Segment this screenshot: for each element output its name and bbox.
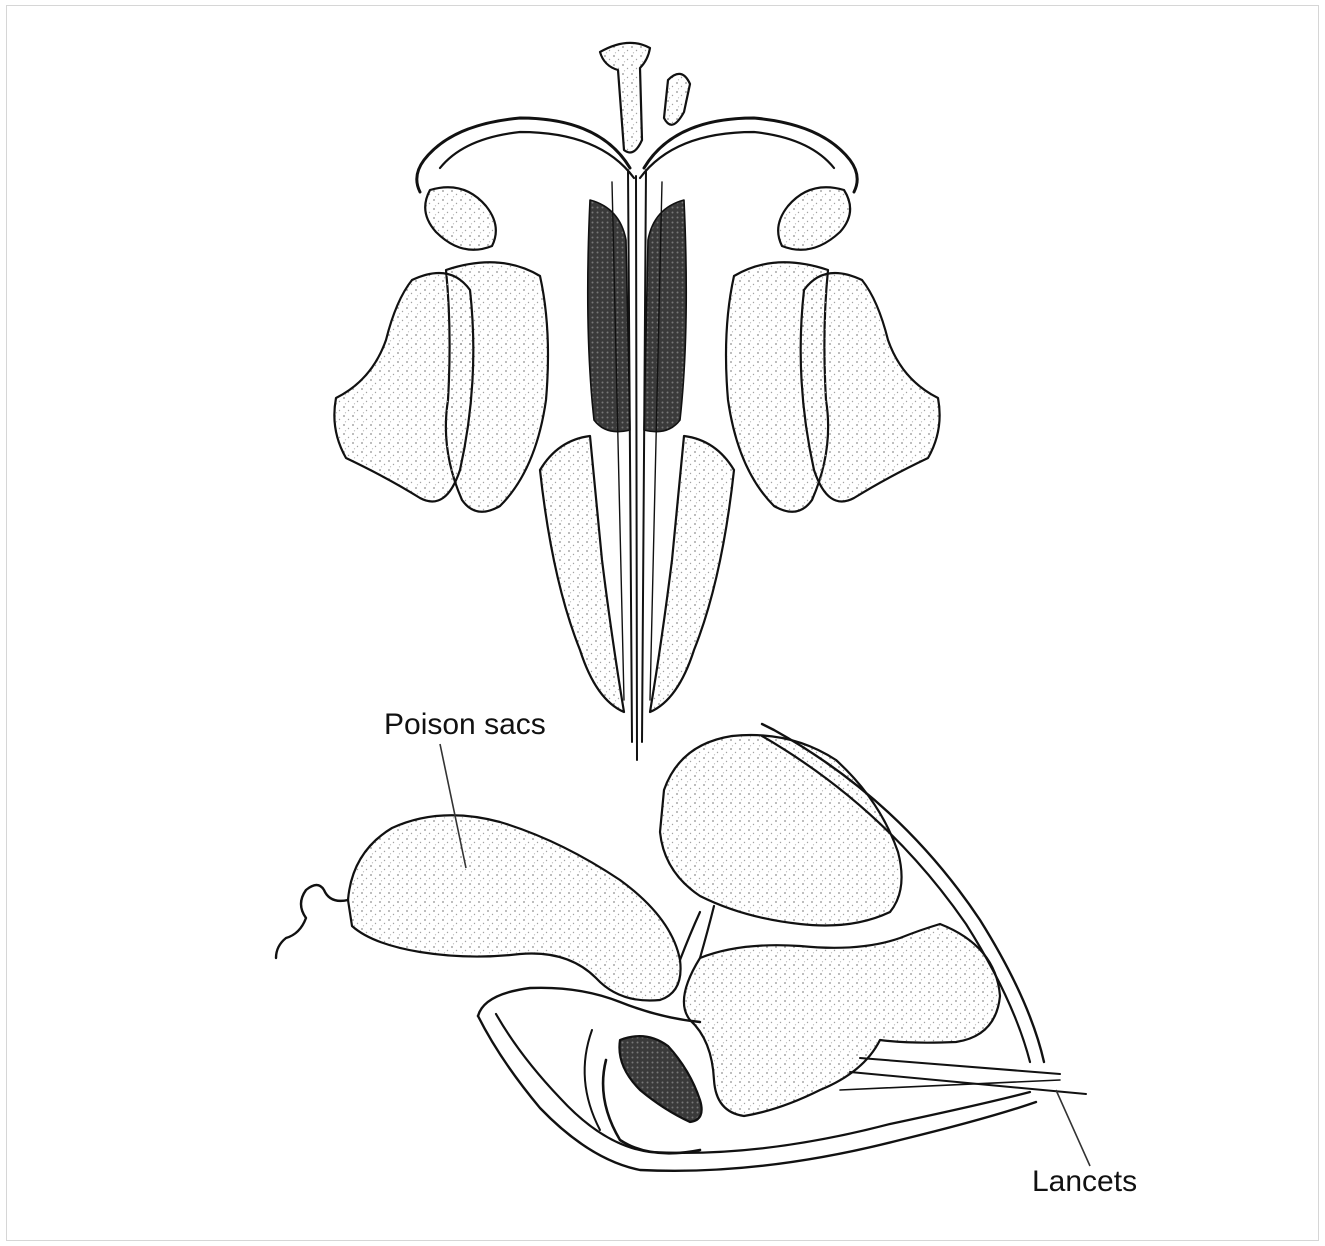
left-knob bbox=[425, 187, 496, 250]
left-dark-chamber bbox=[588, 200, 630, 432]
central-shaft bbox=[628, 170, 646, 760]
lancets-leader bbox=[1056, 1090, 1090, 1166]
dark-inner-parts bbox=[619, 1036, 701, 1122]
poison-sac-left bbox=[348, 815, 681, 1000]
lancets-label: Lancets bbox=[1032, 1167, 1137, 1197]
stinger-apparatus-top bbox=[334, 43, 939, 760]
curly-duct bbox=[276, 885, 348, 958]
left-arm bbox=[417, 118, 630, 192]
right-lower-plate bbox=[650, 436, 734, 712]
right-dark-chamber bbox=[644, 200, 686, 432]
right-knob bbox=[778, 187, 850, 250]
central-gland bbox=[600, 43, 650, 153]
right-lobe-outer bbox=[801, 273, 940, 502]
small-gland bbox=[664, 74, 690, 125]
lancet-2 bbox=[850, 1072, 1086, 1094]
poison-sacs-label: Poison sacs bbox=[384, 710, 546, 740]
bulb bbox=[684, 924, 1000, 1116]
left-lower-plate bbox=[540, 436, 624, 712]
right-arm bbox=[644, 118, 857, 192]
left-lobe-outer bbox=[334, 273, 473, 502]
poison-sac-right bbox=[660, 735, 902, 926]
stinger-apparatus-bottom bbox=[276, 724, 1086, 1171]
